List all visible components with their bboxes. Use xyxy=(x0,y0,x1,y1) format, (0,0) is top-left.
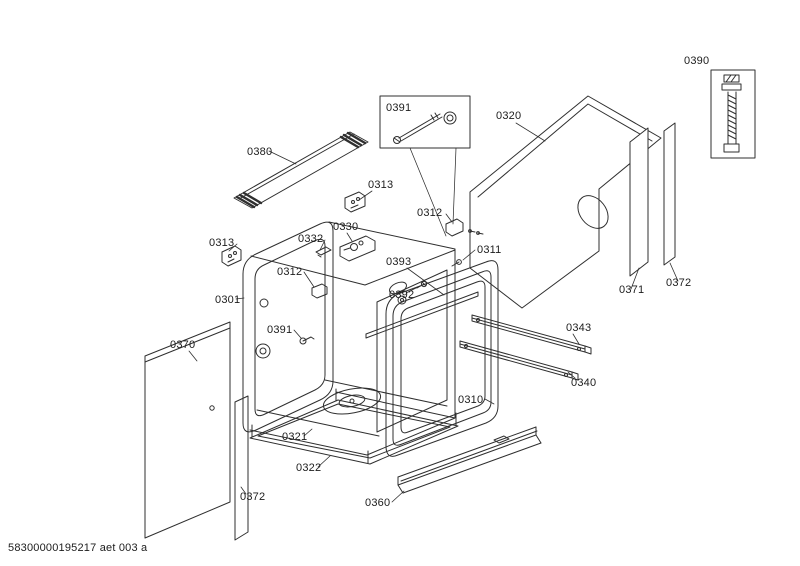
label-0312-left: 0312 xyxy=(277,266,302,278)
part-0312-inner-latch xyxy=(311,283,328,299)
part-0301-tub xyxy=(242,221,456,456)
label-0312-top: 0312 xyxy=(417,207,442,219)
label-0370: 0370 xyxy=(170,339,195,351)
label-0393: 0393 xyxy=(386,256,411,268)
part-0320-rear-panel xyxy=(469,95,662,309)
leader-lines xyxy=(188,122,679,503)
part-0343-upper-rail xyxy=(471,314,592,355)
label-0313-left: 0313 xyxy=(209,237,234,249)
label-0360: 0360 xyxy=(365,497,390,509)
part-0311-screw xyxy=(451,259,462,267)
label-0322: 0322 xyxy=(296,462,321,474)
part-0312-top-latch xyxy=(445,218,484,237)
label-0391-box: 0391 xyxy=(386,102,411,114)
label-0391-tub: 0391 xyxy=(267,324,292,336)
part-0372-right-strip xyxy=(663,122,676,266)
part-0380-top-strip xyxy=(233,131,369,209)
label-0343: 0343 xyxy=(566,322,591,334)
label-0311: 0311 xyxy=(477,244,501,256)
part-0321-0322-base-frame xyxy=(249,388,459,465)
part-0393-seal-strip xyxy=(365,291,479,339)
label-0372-left: 0372 xyxy=(240,491,265,503)
part-0370-left-panel xyxy=(144,321,231,539)
label-0371: 0371 xyxy=(619,284,644,296)
part-labels: 0390 0391 0320 0380 0313 0312 0330 0332 … xyxy=(170,55,709,509)
part-0340-lower-rail xyxy=(459,340,579,381)
label-0301: 0301 xyxy=(215,294,240,306)
label-0313-right: 0313 xyxy=(368,179,393,191)
part-0332-bracket xyxy=(315,246,332,258)
label-0390: 0390 xyxy=(684,55,709,67)
label-0321: 0321 xyxy=(282,431,307,443)
label-0330: 0330 xyxy=(333,221,358,233)
label-0340: 0340 xyxy=(571,377,596,389)
part-0390-hose-assembly xyxy=(710,69,756,159)
label-0320: 0320 xyxy=(496,110,521,122)
document-number: 58300000195217 aet 003 a xyxy=(8,542,148,554)
part-0391-valve-box xyxy=(379,95,471,237)
part-0313-right-hinge xyxy=(344,191,366,213)
label-0392: 0392 xyxy=(389,289,414,301)
label-0380: 0380 xyxy=(247,146,272,158)
part-0360-base-channel xyxy=(397,426,542,494)
part-0372-left-strip xyxy=(234,395,249,541)
part-0391-tub-valve xyxy=(299,336,315,345)
label-0310: 0310 xyxy=(458,394,483,406)
label-0372-right: 0372 xyxy=(666,277,691,289)
part-0371-side-strip xyxy=(629,127,649,277)
part-0330-dispenser xyxy=(339,235,376,262)
label-0332: 0332 xyxy=(298,233,323,245)
